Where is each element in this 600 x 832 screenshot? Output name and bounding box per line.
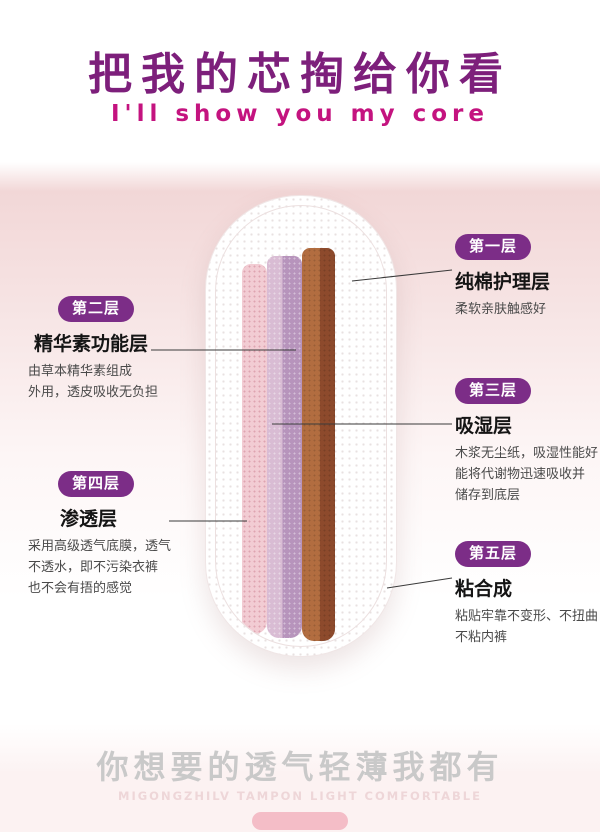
callout-layer-2: 第二层 精华素功能层 由草本精华素组成 外用，透皮吸收无负担 <box>28 296 224 404</box>
layer-2-badge: 第二层 <box>58 296 135 322</box>
layer-3-desc: 木浆无尘纸，吸湿性能好 能将代谢物迅速吸收并 储存到底层 <box>455 446 599 503</box>
pad-layer-essence <box>242 264 267 634</box>
layer-2-title: 精华素功能层 <box>34 333 149 355</box>
layer-1-title: 纯棉护理层 <box>455 271 551 293</box>
layer-1-badge: 第一层 <box>455 234 532 260</box>
layer-1-desc: 柔软亲肤触感好 <box>455 302 547 317</box>
pad-layer-core <box>302 248 335 641</box>
layer-3-badge: 第三层 <box>455 378 532 404</box>
callout-layer-3: 第三层 吸湿层 木浆无尘纸，吸湿性能好 能将代谢物迅速吸收并 储存到底层 <box>455 378 600 506</box>
page-subtitle: I'll show you my core <box>110 101 489 127</box>
layer-3-title: 吸湿层 <box>455 415 513 437</box>
callout-layer-4: 第四层 渗透层 采用高级透气底膜，透气 不透水，即不污染衣裤 也不会有捂的感觉 <box>28 471 224 599</box>
page-title: 把我的芯掏给你看 <box>88 49 512 100</box>
layer-4-title: 渗透层 <box>60 508 118 530</box>
layer-5-title: 粘合成 <box>455 578 513 600</box>
callout-layer-1: 第一层 纯棉护理层 柔软亲肤触感好 <box>455 234 600 321</box>
pad-layer-absorbent <box>267 256 302 638</box>
layer-4-badge: 第四层 <box>58 471 135 497</box>
callout-layer-5: 第五层 粘合成 粘贴牢靠不变形、不扭曲 不粘内裤 <box>455 541 600 649</box>
layer-5-desc: 粘贴牢靠不变形、不扭曲 不粘内裤 <box>455 609 599 645</box>
footer-subline: MIGONGZHILV TAMPON LIGHT COMFORTABLE <box>118 789 482 803</box>
pad-inner-outline <box>215 205 387 647</box>
footer-headline: 你想要的透气轻薄我都有 <box>96 748 504 786</box>
pad-graphic <box>205 195 397 657</box>
product-pill-graphic <box>252 812 348 830</box>
layer-2-desc: 由草本精华素组成 外用，透皮吸收无负担 <box>28 364 159 400</box>
layer-5-badge: 第五层 <box>455 541 532 567</box>
layer-4-desc: 采用高级透气底膜，透气 不透水，即不污染衣裤 也不会有捂的感觉 <box>28 539 172 596</box>
callout-line-5 <box>386 577 453 589</box>
